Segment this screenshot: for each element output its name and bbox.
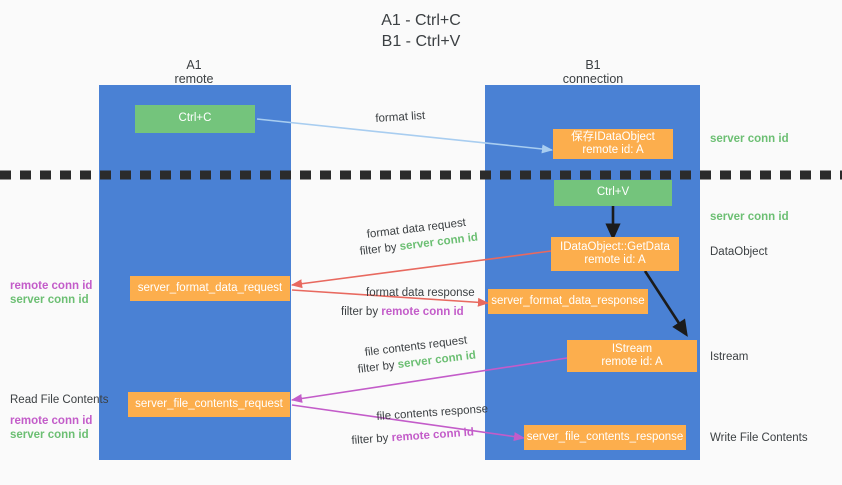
annotation-server-conn-id-mid-text: server conn id — [710, 211, 789, 223]
edge-label-format-data-response-filter: filter by remote conn id — [341, 305, 464, 319]
annotation-istream-text: Istream — [710, 351, 749, 363]
column-a1-sub: remote — [174, 72, 214, 86]
annotation-remote-conn-id-1: remote conn id — [10, 279, 92, 293]
box-idataobject-store[interactable]: 保存IDataObject remote id: A — [553, 129, 673, 159]
box-istream[interactable]: IStream remote id: A — [567, 340, 697, 372]
edge-label-file-contents-response-filter-prefix: filter by — [351, 432, 393, 447]
box-istream-line1: IStream — [611, 342, 653, 355]
diagram-title-line2: B1 - Ctrl+V — [381, 33, 461, 50]
edge-label-format-list: format list — [375, 109, 426, 126]
box-server-file-contents-request[interactable]: server_file_contents_request — [128, 392, 290, 417]
box-idataobject-store-line2: remote id: A — [582, 144, 644, 156]
box-server-format-data-request[interactable]: server_format_data_request — [130, 276, 290, 301]
annotation-read-file-contents: Read File Contents — [10, 393, 108, 407]
annotation-read-file-contents-text: Read File Contents — [10, 394, 109, 406]
column-b1-sub: connection — [562, 72, 624, 86]
annotation-remote-conn-id-2: remote conn id — [10, 414, 92, 428]
dashed-divider — [0, 170, 842, 180]
box-server-format-data-response-label: server_format_data_response — [491, 294, 645, 307]
edge-label-file-contents-response-filter-value: remote conn id — [391, 426, 475, 445]
box-idataobject-getdata[interactable]: IDataObject::GetData remote id: A — [551, 237, 679, 271]
annotation-server-conn-id-mid: server conn id — [710, 210, 789, 224]
box-server-format-data-request-label: server_format_data_request — [137, 281, 283, 294]
edge-label-format-data-request-filter-prefix: filter by — [359, 241, 401, 258]
annotation-server-conn-id-1-text: server conn id — [10, 294, 89, 306]
box-ctrl-v[interactable]: Ctrl+V — [554, 180, 672, 206]
edge-label-file-contents-request-filter-prefix: filter by — [357, 359, 399, 376]
annotation-dataobject: DataObject — [710, 245, 768, 259]
box-idataobject-getdata-line1: IDataObject::GetData — [560, 240, 670, 253]
annotation-write-file-contents: Write File Contents — [710, 431, 808, 445]
edge-label-file-contents-response-filter: filter by remote conn id — [351, 425, 474, 448]
box-istream-line2: remote id: A — [601, 356, 663, 368]
annotation-server-conn-id-2-text: server conn id — [10, 429, 89, 441]
column-b1-name: B1 — [585, 58, 601, 72]
annotation-server-conn-id-1: server conn id — [10, 293, 89, 307]
edge-label-format-data-response: format data response — [366, 286, 475, 300]
edge-label-file-contents-response: file contents response — [376, 402, 489, 424]
box-server-format-data-response[interactable]: server_format_data_response — [488, 289, 648, 314]
edge-label-format-data-response-filter-prefix: filter by — [341, 306, 382, 318]
box-idataobject-store-line1: 保存IDataObject — [571, 130, 655, 143]
box-idataobject-getdata-line2: remote id: A — [584, 254, 646, 266]
annotation-server-conn-id-2: server conn id — [10, 428, 89, 442]
box-server-file-contents-response[interactable]: server_file_contents_response — [524, 425, 686, 450]
box-server-file-contents-response-label: server_file_contents_response — [526, 430, 684, 443]
annotation-remote-conn-id-1-text: remote conn id — [10, 280, 93, 292]
column-header-a1: A1 remote — [144, 58, 244, 86]
box-server-file-contents-request-label: server_file_contents_request — [135, 397, 283, 410]
column-header-b1: B1 connection — [543, 58, 643, 86]
diagram-title-line1: A1 - Ctrl+C — [381, 12, 461, 29]
column-a1-name: A1 — [186, 58, 202, 72]
annotation-dataobject-text: DataObject — [710, 246, 768, 258]
annotation-server-conn-id-top-text: server conn id — [710, 133, 789, 145]
annotation-istream: Istream — [710, 350, 748, 364]
box-ctrl-v-label: Ctrl+V — [596, 186, 630, 199]
annotation-remote-conn-id-2-text: remote conn id — [10, 415, 93, 427]
edge-label-format-list-text: format list — [375, 109, 426, 125]
box-ctrl-c[interactable]: Ctrl+C — [135, 105, 255, 133]
diagram-title: A1 - Ctrl+C B1 - Ctrl+V — [301, 10, 541, 52]
edge-label-format-data-response-filter-value: remote conn id — [381, 306, 464, 318]
edge-label-file-contents-response-text: file contents response — [376, 403, 489, 423]
annotation-write-file-contents-text: Write File Contents — [710, 432, 808, 444]
edge-label-format-data-response-text: format data response — [366, 287, 475, 299]
annotation-server-conn-id-top: server conn id — [710, 132, 789, 146]
box-ctrl-c-label: Ctrl+C — [178, 112, 212, 125]
